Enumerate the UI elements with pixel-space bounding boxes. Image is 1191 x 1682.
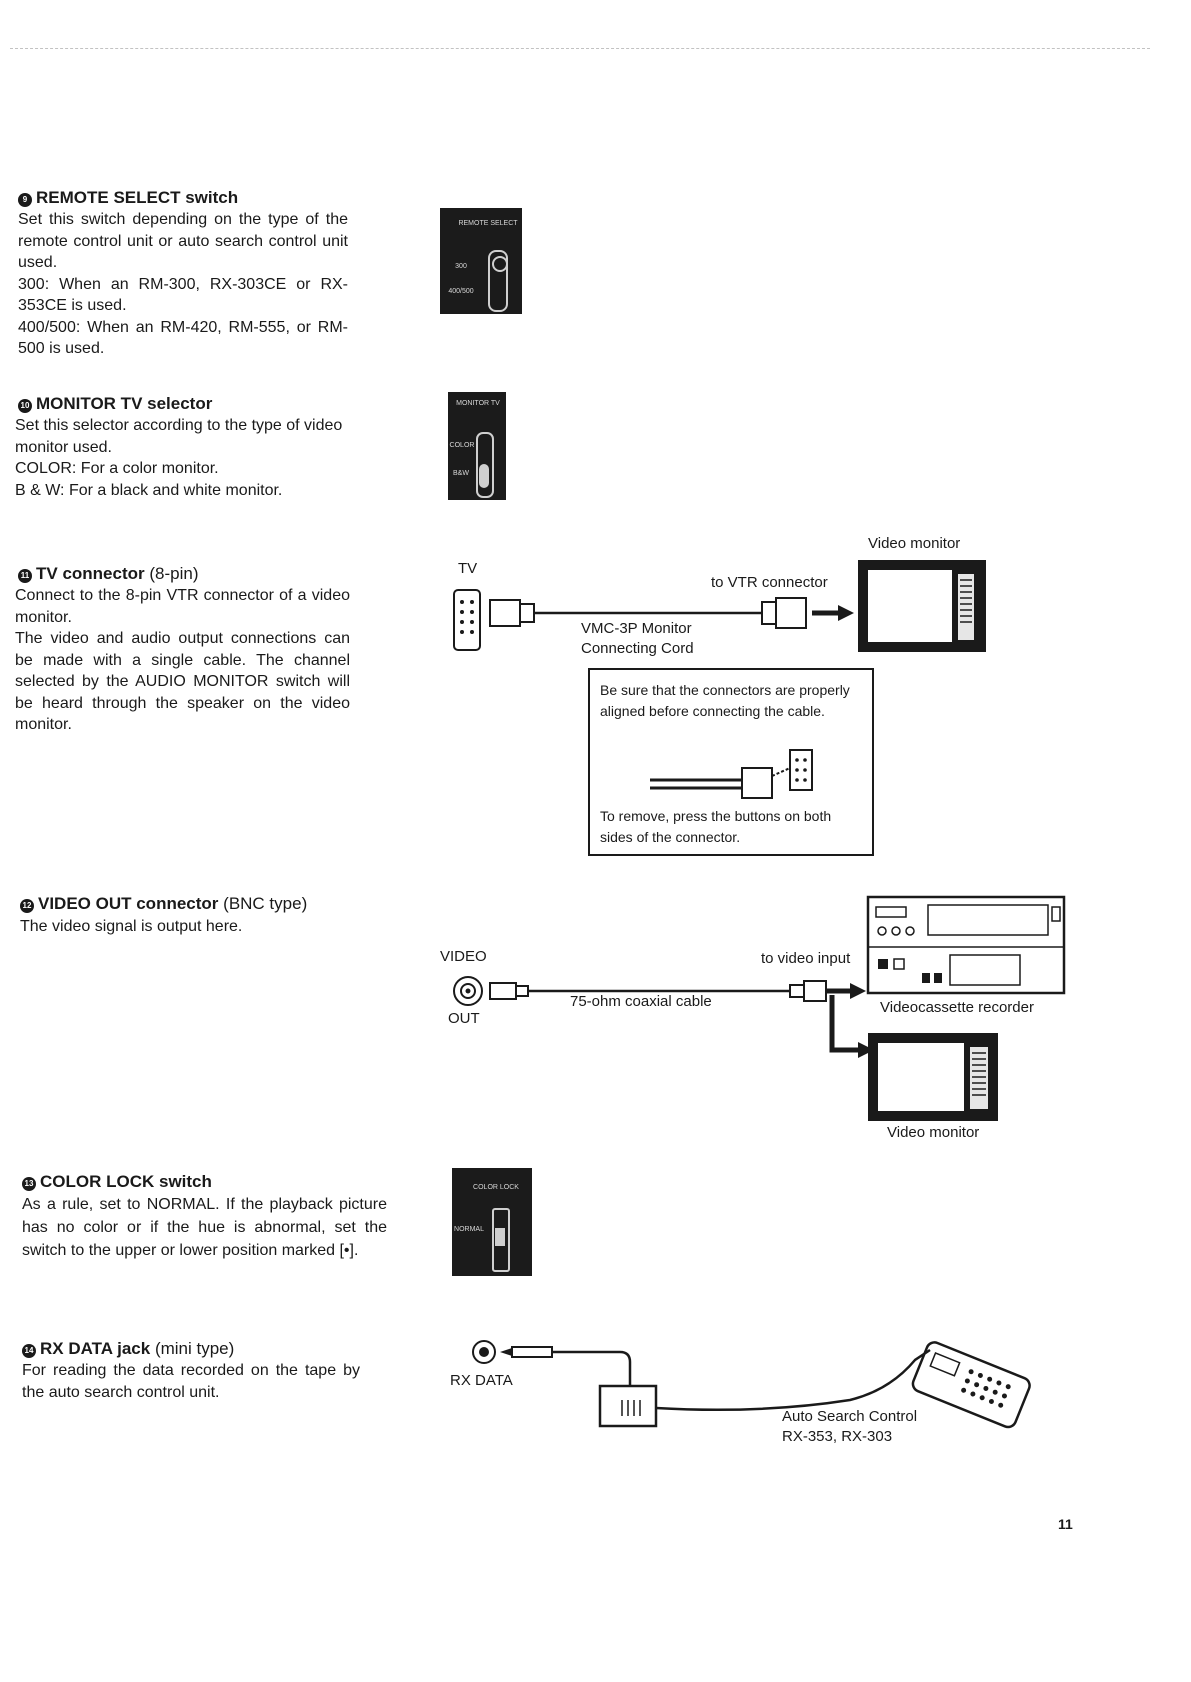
color-lock-panel-photo: COLOR LOCK NORMAL <box>452 1168 532 1276</box>
body-line: As a rule, set to NORMAL. If the playbac… <box>22 1196 387 1259</box>
section-number-badge: 9 <box>18 193 32 207</box>
section-subtitle: (BNC type) <box>223 894 308 913</box>
body-line: The video and audio output connections c… <box>15 630 350 733</box>
slide-switch-knob <box>492 256 508 272</box>
body-line: 300: When an RM-300, RX-303CE or RX-353C… <box>18 275 348 315</box>
body-line: Set this switch depending on the type of… <box>18 211 348 271</box>
page-number: 11 <box>1058 1516 1073 1532</box>
section-body-tv-connector: Connect to the 8-pin VTR connector of a … <box>15 585 350 736</box>
section-number-badge: 12 <box>20 899 34 913</box>
section-subtitle: (8-pin) <box>149 564 199 583</box>
section-title-monitor-tv: 10 MONITOR TV selector <box>18 393 212 415</box>
slide-switch-slot <box>476 432 494 498</box>
cord-label-line1: VMC-3P Monitor <box>581 620 692 637</box>
auto-search-control-icon <box>911 1341 1031 1429</box>
to-video-input-label: to video input <box>761 950 851 967</box>
remote-select-panel-photo: REMOTE SELECT 300 400/500 <box>440 208 522 314</box>
section-number-badge: 13 <box>22 1177 36 1191</box>
coaxial-cable-label: 75-ohm coaxial cable <box>570 993 712 1010</box>
section-title-tv-connector: 11 TV connector (8-pin) <box>18 563 198 585</box>
data-connector-icon <box>598 1384 658 1428</box>
panel-pos-top: COLOR <box>449 442 475 449</box>
section-number-badge: 10 <box>18 399 32 413</box>
panel-header: MONITOR TV <box>456 400 500 407</box>
section-subtitle: (mini type) <box>154 1339 235 1358</box>
to-vtr-connector-label: to VTR connector <box>711 574 828 591</box>
section-title-text: MONITOR TV selector <box>36 394 213 413</box>
scan-artifact-line <box>10 48 1150 49</box>
body-line: B & W: For a black and white monitor. <box>15 481 283 499</box>
note-text-remove: To remove, press the buttons on both sid… <box>600 808 832 845</box>
out-label: OUT <box>448 1010 480 1027</box>
slide-switch-knob <box>479 464 489 488</box>
panel-pos-bottom: 400/500 <box>448 288 474 295</box>
section-title-video-out: 12 VIDEO OUT connector (BNC type) <box>20 893 307 915</box>
eight-pin-socket-icon <box>453 589 481 651</box>
section-body-remote-select: Set this switch depending on the type of… <box>18 209 348 360</box>
section-body-color-lock: As a rule, set to NORMAL. If the playbac… <box>22 1193 387 1262</box>
section-title-remote-select: 9 REMOTE SELECT switch <box>18 187 238 209</box>
videocassette-recorder-icon <box>866 895 1066 995</box>
section-title-rx-data: 14 RX DATA jack (mini type) <box>22 1338 234 1360</box>
body-line: 400/500: When an RM-420, RM-555, or RM-5… <box>18 318 348 358</box>
vcr-label: Videocassette recorder <box>880 999 1034 1016</box>
section-title-text: VIDEO OUT connector <box>38 894 219 913</box>
slide-switch-slot <box>492 1208 510 1272</box>
section-body-monitor-tv: Set this selector according to the type … <box>15 415 350 501</box>
section-title-text: RX DATA jack <box>40 1339 151 1358</box>
slide-switch-slot <box>488 250 508 312</box>
panel-header: COLOR LOCK <box>473 1184 519 1191</box>
video-out-diagram <box>453 895 1066 1121</box>
section-title-text: TV connector <box>36 564 145 583</box>
rx-data-label: RX DATA <box>450 1372 513 1389</box>
connector-note-box: Be sure that the connectors are properly… <box>588 668 874 856</box>
tv-connector-diagram <box>453 560 986 652</box>
rx-data-diagram <box>472 1340 1031 1429</box>
arrow-right-icon <box>838 605 854 621</box>
vtr-plug-icon <box>775 597 807 629</box>
auto-search-control-label: Auto Search Control <box>782 1408 918 1425</box>
video-monitor-label: Video monitor <box>868 535 961 552</box>
bnc-plug-icon <box>489 982 517 1000</box>
section-body-video-out: The video signal is output here. <box>20 916 350 938</box>
panel-pos-bottom: B&W <box>453 470 469 477</box>
panel-header: REMOTE SELECT <box>458 220 518 227</box>
arrow-right-icon <box>850 983 866 999</box>
video-label: VIDEO <box>440 948 487 965</box>
panel-pos-top: 300 <box>455 263 467 270</box>
body-line: COLOR: For a color monitor. <box>15 460 219 477</box>
plug-icon <box>489 599 521 627</box>
cord-label-line2: Connecting Cord <box>581 640 694 657</box>
body-line: Connect to the 8-pin VTR connector of a … <box>15 587 350 626</box>
slide-switch-knob <box>495 1228 505 1246</box>
panel-pos-top: NORMAL <box>454 1226 484 1233</box>
section-number-badge: 11 <box>18 569 32 583</box>
note-text-align: Be sure that the connectors are properly… <box>600 682 850 719</box>
video-monitor-label-2: Video monitor <box>887 1124 980 1141</box>
bnc-jack-icon <box>453 976 483 1006</box>
body-line: For reading the data recorded on the tap… <box>22 1362 360 1401</box>
mini-jack-icon <box>472 1340 496 1364</box>
auto-search-model-label: RX-353, RX-303 <box>782 1428 893 1445</box>
body-line: Set this selector according to the type … <box>15 417 343 456</box>
connector-alignment-icon <box>650 749 813 799</box>
section-body-rx-data: For reading the data recorded on the tap… <box>22 1360 360 1403</box>
mini-plug-icon <box>511 1346 553 1358</box>
tv-label: TV <box>458 560 478 577</box>
arrow-right-icon <box>858 1042 874 1058</box>
monitor-tv-panel-photo: MONITOR TV COLOR B&W <box>448 392 506 500</box>
section-title-text: REMOTE SELECT switch <box>36 188 239 207</box>
section-title-color-lock: 13 COLOR LOCK switch <box>22 1171 212 1193</box>
section-number-badge: 14 <box>22 1344 36 1358</box>
body-line: The video signal is output here. <box>20 918 243 935</box>
section-title-text: COLOR LOCK switch <box>40 1172 212 1191</box>
